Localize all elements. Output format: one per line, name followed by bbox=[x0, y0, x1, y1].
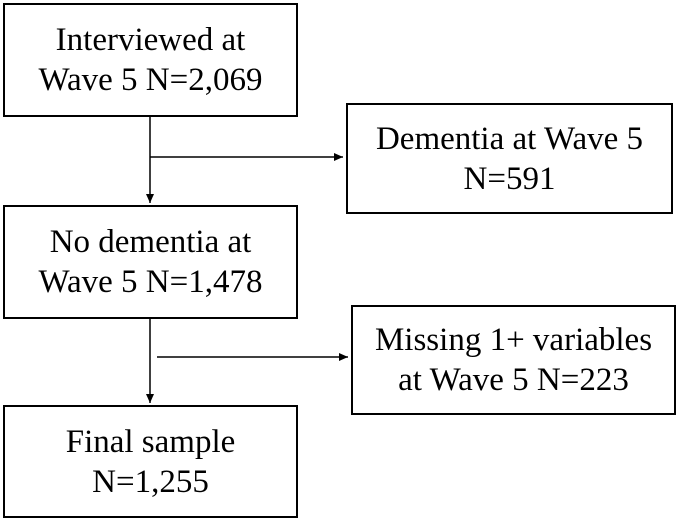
box-missing-line1: Missing 1+ variables bbox=[374, 322, 653, 358]
box-final-sample: Final sample N=1,255 bbox=[3, 405, 298, 518]
box-dementia: Dementia at Wave 5 N=591 bbox=[346, 103, 673, 214]
box-missing-line2: at Wave 5 N=223 bbox=[398, 362, 629, 398]
box-no-dementia-line2: Wave 5 N=1,478 bbox=[38, 264, 263, 300]
box-dementia-line1: Dementia at Wave 5 bbox=[375, 120, 644, 157]
box-interviewed: Interviewed at Wave 5 N=2,069 bbox=[3, 3, 298, 117]
box-final-sample-line2: N=1,255 bbox=[92, 463, 209, 500]
box-interviewed-line2: Wave 5 N=2,069 bbox=[38, 62, 263, 98]
box-no-dementia: No dementia at Wave 5 N=1,478 bbox=[3, 205, 298, 319]
box-dementia-line2: N=591 bbox=[463, 160, 556, 197]
box-missing: Missing 1+ variables at Wave 5 N=223 bbox=[351, 305, 676, 415]
box-interviewed-line1: Interviewed at bbox=[55, 22, 246, 58]
box-final-sample-line1: Final sample bbox=[65, 423, 236, 460]
box-no-dementia-line1: No dementia at bbox=[49, 224, 252, 260]
